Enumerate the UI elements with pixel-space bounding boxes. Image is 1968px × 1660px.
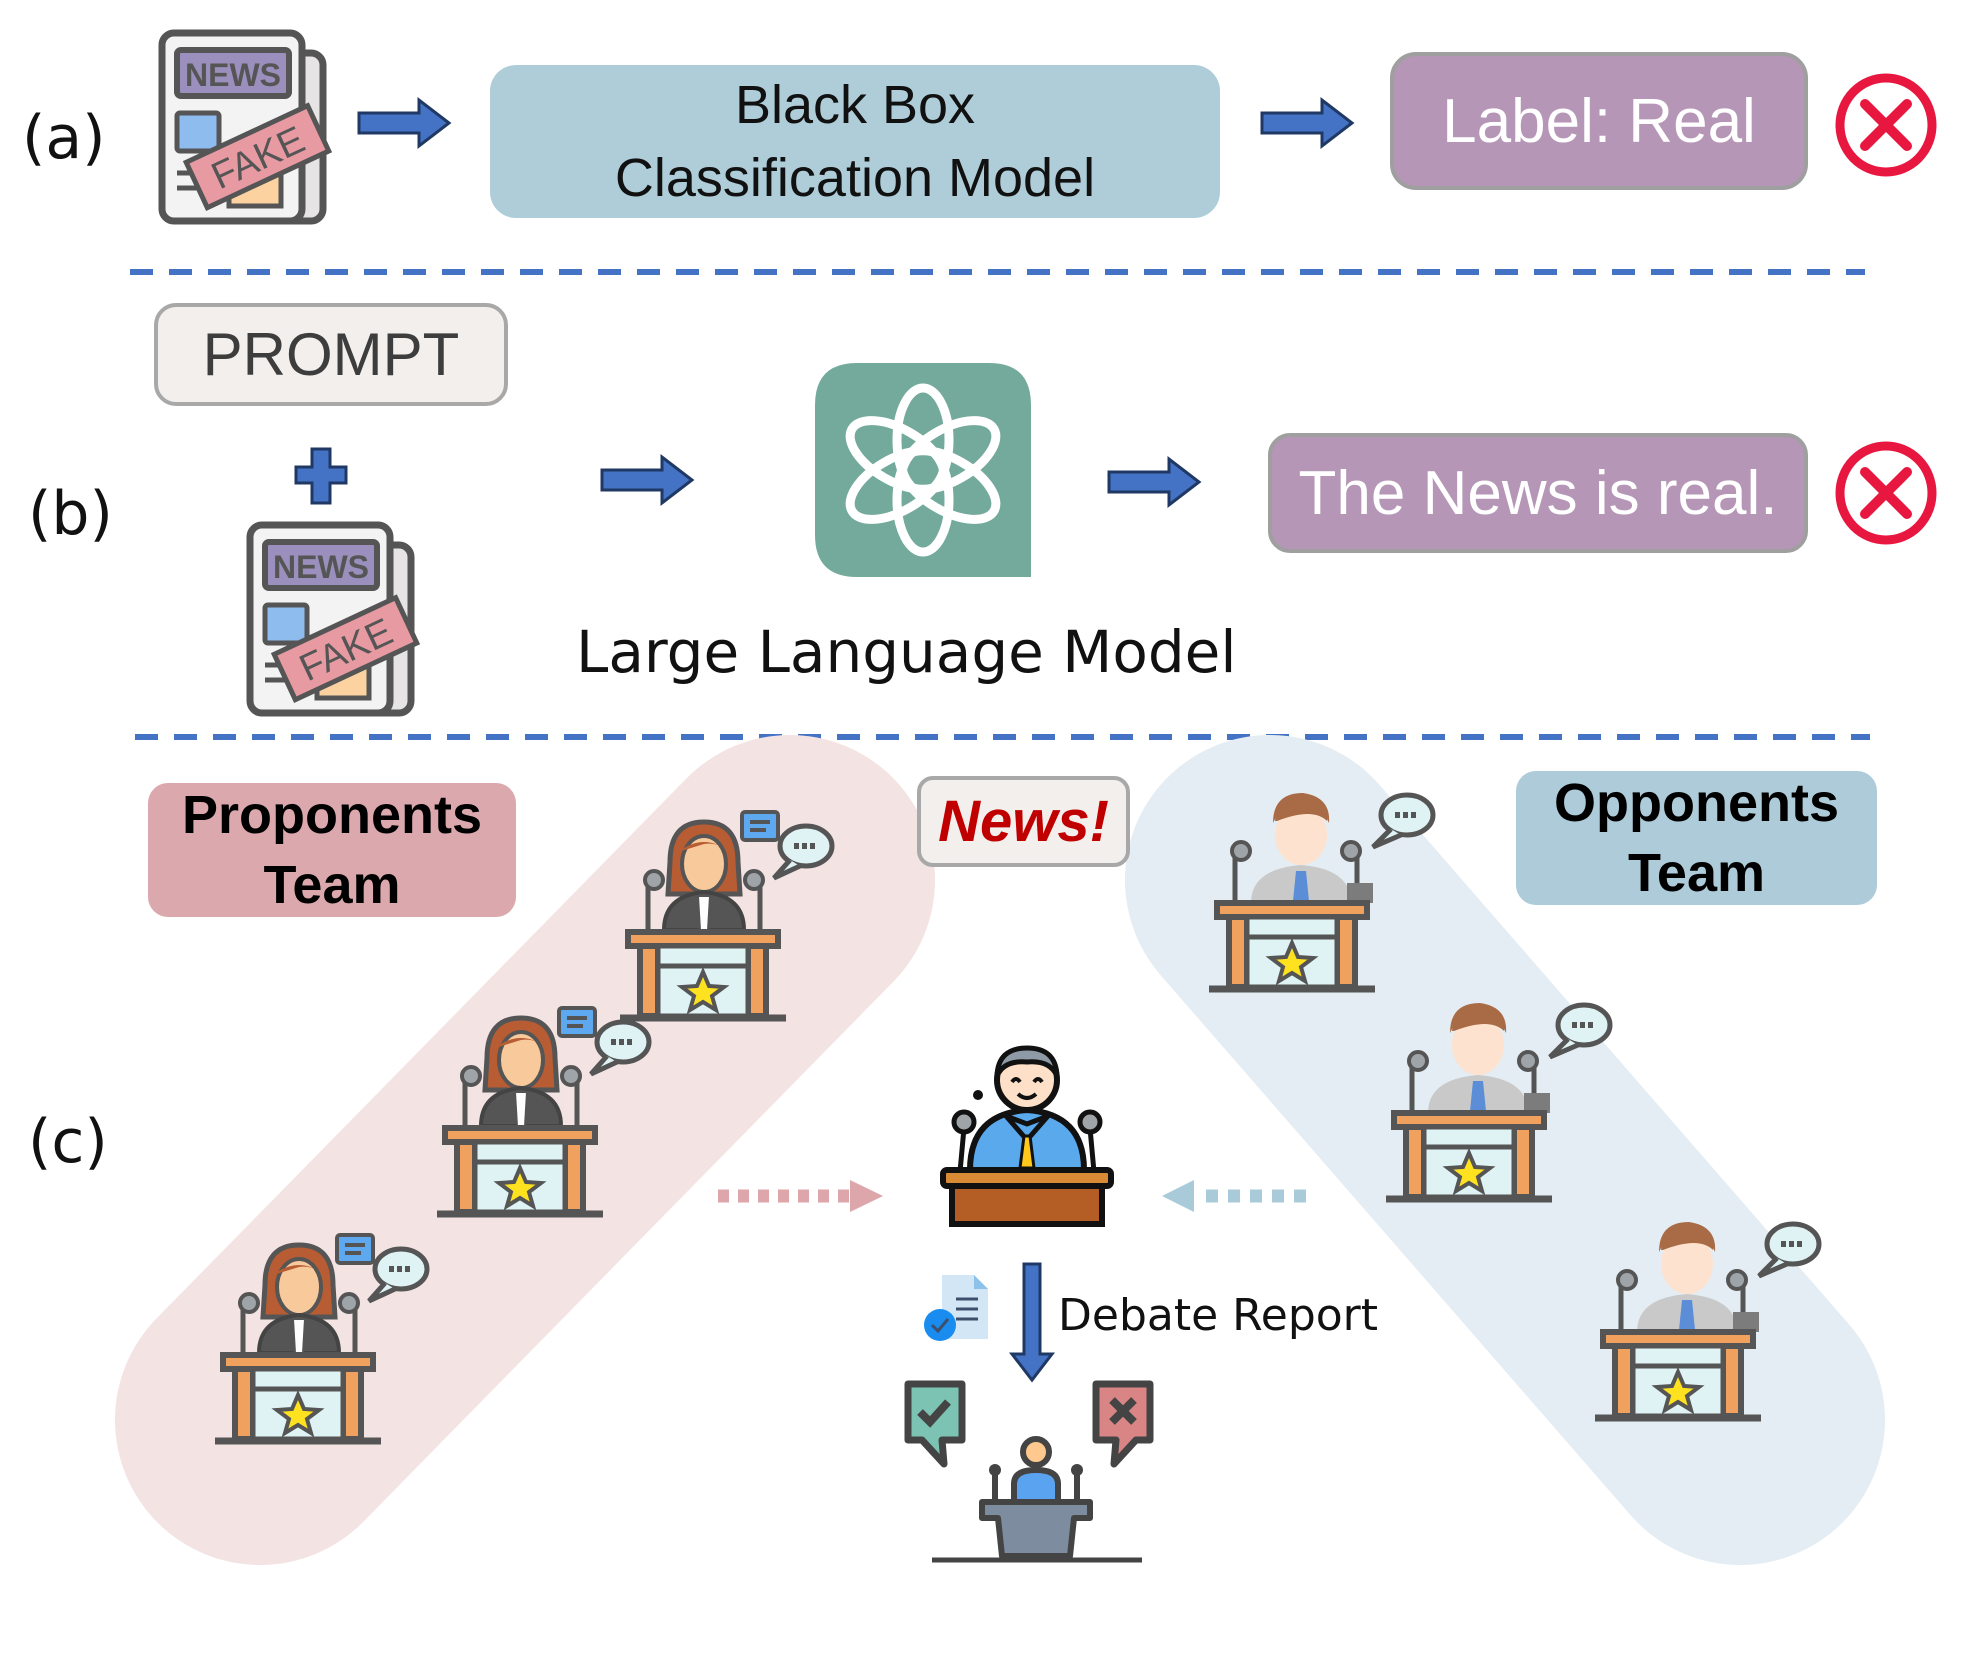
- prompt-box: PROMPT: [154, 303, 508, 406]
- fake-news-icon: NEWS FAKE: [246, 521, 421, 717]
- arrow-right-icon: [357, 96, 452, 150]
- section-b-label: (b): [28, 479, 113, 549]
- proponent-speaker: [213, 1245, 433, 1445]
- output-label-box: Label: Real: [1390, 52, 1808, 190]
- arrow-right-icon: [1260, 96, 1355, 150]
- opponents-line1: Opponents: [1554, 772, 1839, 833]
- dotted-arrow-left-icon: [1162, 1180, 1312, 1212]
- opponents-team-label: Opponents Team: [1516, 771, 1877, 905]
- wrong-x-circle-icon: [1835, 73, 1937, 177]
- section-divider: [130, 269, 1865, 275]
- news-header-text: NEWS: [185, 57, 281, 93]
- opponent-speaker: [1207, 793, 1437, 1003]
- proponents-line2: Team: [263, 855, 401, 915]
- black-box-model: Black Box Classification Model: [490, 65, 1220, 218]
- proponents-line1: Proponents: [181, 784, 482, 845]
- proponent-speaker: [618, 822, 838, 1022]
- llm-caption: Large Language Model: [576, 618, 1237, 686]
- openai-logo-icon: [815, 363, 1031, 577]
- section-c-label: (c): [28, 1107, 108, 1177]
- news-header-text: NEWS: [273, 549, 369, 585]
- proponents-team-label: Proponents Team: [148, 783, 516, 917]
- verdict-speaker-icon: [904, 1380, 1154, 1563]
- model-box-line1: Black Box: [734, 74, 976, 135]
- proponent-speaker: [435, 1018, 655, 1218]
- dotted-arrow-right-icon: [718, 1180, 883, 1212]
- section-a-label: (a): [22, 103, 106, 173]
- judge-podium-icon: [940, 1045, 1114, 1227]
- arrow-down-icon: [1008, 1262, 1056, 1383]
- opponent-speaker: [1384, 1003, 1614, 1213]
- report-document-icon: [924, 1275, 988, 1341]
- arrow-right-icon: [600, 453, 695, 507]
- plus-icon: [294, 447, 348, 505]
- debate-report-label: Debate Report: [1058, 1290, 1379, 1341]
- news-tag: News!: [917, 776, 1130, 867]
- arrow-right-icon: [1107, 455, 1202, 509]
- fake-news-icon: NEWS FAKE: [158, 29, 333, 225]
- section-divider: [135, 734, 1870, 740]
- wrong-x-circle-icon: [1835, 441, 1937, 545]
- opponent-speaker: [1593, 1222, 1823, 1432]
- model-box-line2: Classification Model: [614, 147, 1096, 208]
- opponents-line2: Team: [1627, 843, 1766, 903]
- llm-output-box: The News is real.: [1268, 433, 1808, 553]
